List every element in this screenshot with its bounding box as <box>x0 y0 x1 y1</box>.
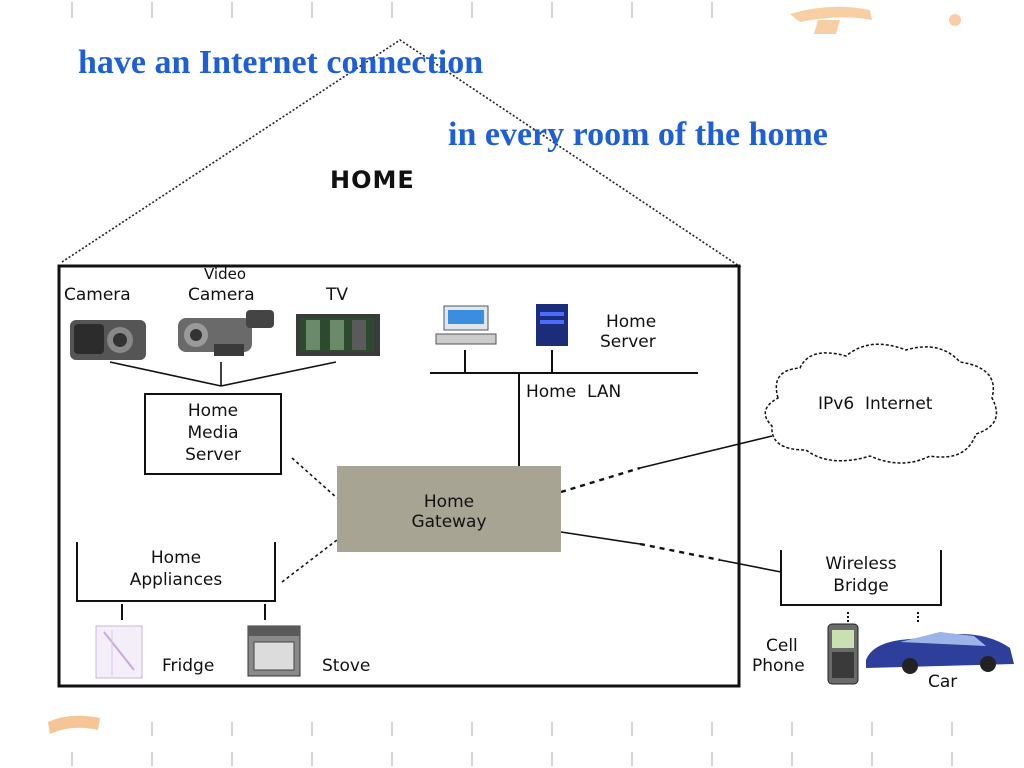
gateway-links <box>281 435 782 583</box>
cell-phone-label-bottom: Phone <box>752 656 805 676</box>
cell-phone-icon <box>827 623 859 685</box>
ipv6-internet-cloud <box>764 343 998 464</box>
house-title: HOME <box>330 166 415 194</box>
appliances-label-1: Home <box>150 548 202 568</box>
appliances-label-2: Appliances <box>129 570 223 590</box>
headline-line-1: have an Internet connection <box>78 44 484 81</box>
home-gateway-box: Home Gateway <box>337 466 561 552</box>
cell-phone-label-top: Cell <box>766 636 798 656</box>
wireless-bridge-box: Wireless Bridge <box>780 550 942 606</box>
decorative-orange-shape-top <box>790 6 961 34</box>
fridge-icon <box>95 625 143 679</box>
decorative-tick-row-top <box>71 2 713 18</box>
home-server-label-bottom: Server <box>600 332 656 352</box>
wireless-bridge-label-2: Bridge <box>833 576 889 596</box>
house-outline <box>57 264 741 688</box>
tv-label: TV <box>326 285 349 305</box>
home-appliances-box: Home Appliances <box>76 542 276 602</box>
media-server-label-2: Media <box>187 423 239 443</box>
stove-icon <box>247 625 301 677</box>
media-server-label-3: Server <box>185 445 241 465</box>
media-server-label-1: Home <box>187 401 239 421</box>
home-media-server-box: Home Media Server <box>144 393 282 475</box>
video-camera-label-top: Video <box>204 265 247 283</box>
video-camera-icon <box>178 310 274 356</box>
wireless-bridge-label-1: Wireless <box>825 554 897 574</box>
gateway-label-2: Gateway <box>411 512 487 532</box>
pc-icon <box>435 305 497 345</box>
home-server-label-top: Home <box>606 312 657 332</box>
house-roof <box>61 39 743 269</box>
decorative-tick-row-bottom <box>71 722 953 766</box>
stove-label: Stove <box>322 656 371 676</box>
headline-line-2: in every room of the home <box>448 116 828 153</box>
video-camera-label-bottom: Camera <box>188 285 255 305</box>
car-label: Car <box>928 672 958 692</box>
decorative-orange-shape-bottom <box>48 715 100 734</box>
tv-icon <box>296 314 380 356</box>
fridge-label: Fridge <box>162 656 215 676</box>
camera-icon <box>70 320 146 360</box>
server-icon <box>536 304 568 346</box>
media-connectors <box>109 361 337 387</box>
car-icon <box>866 632 1014 674</box>
home-lan-bus <box>430 350 698 466</box>
camera-label: Camera <box>64 285 131 305</box>
gateway-label-1: Home <box>423 492 475 512</box>
home-lan-label: Home LAN <box>526 382 622 402</box>
ipv6-internet-label: IPv6 Internet <box>818 394 933 414</box>
appliance-drops <box>121 604 919 622</box>
